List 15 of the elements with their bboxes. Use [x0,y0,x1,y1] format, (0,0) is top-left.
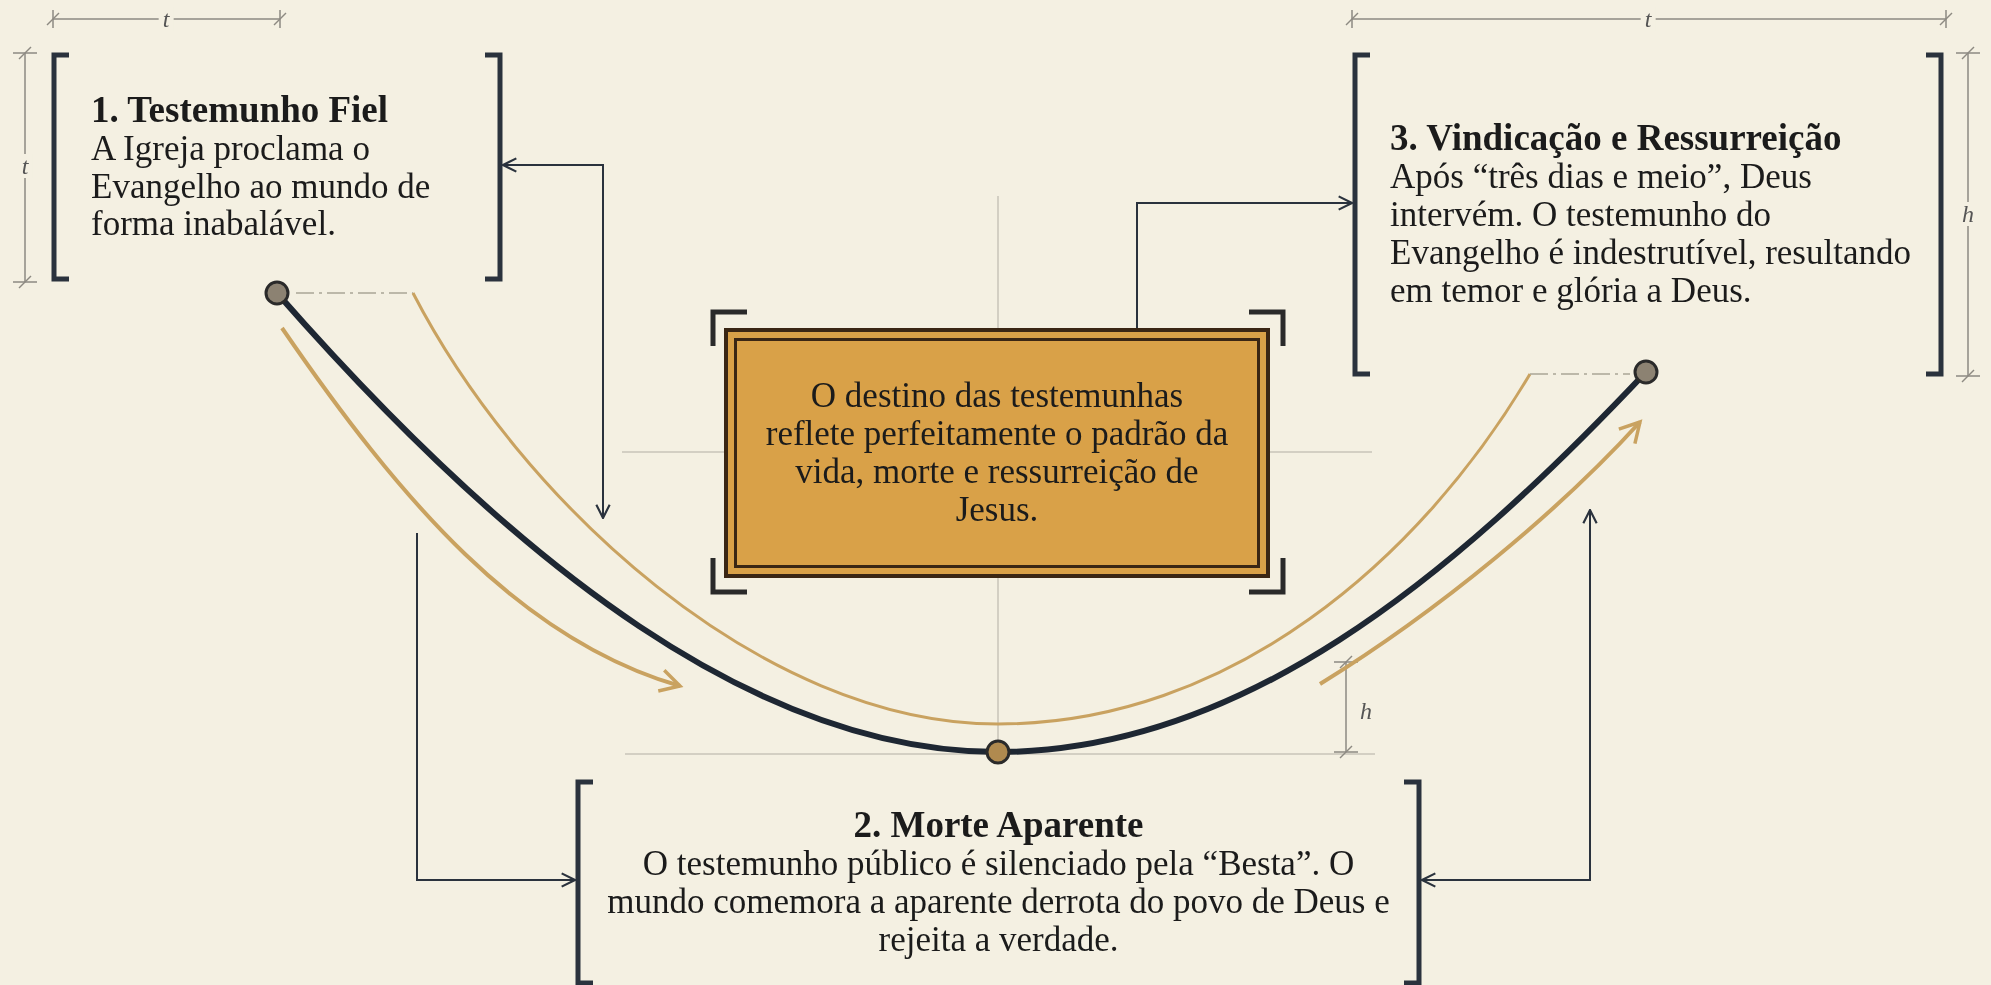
step-heading: 3. Vindicação e Ressurreição [1390,119,1843,159]
step-description: O testemunho público é silenciado pela “Besta”. O mundo comemora a aparente derrota do povo de Deus e rejeita a verdade. [606,845,1391,959]
summary-text: O destino das testemunhas reflete perfeitamente o padrão da vida, morte e ressurreição de Jesus. [764,377,1230,529]
connector-arrow [501,157,611,520]
step-description: A Igreja proclama o Evangelho ao mundo de forma inabalável. [91,129,432,244]
step-heading: 2. Morte Aparente [852,806,1145,846]
step-heading: 1. Testemunho Fiel [91,90,390,130]
bracket-box [1352,53,1944,376]
bracket-box [575,780,1422,985]
connector-arrow [1136,195,1354,329]
connector-arrow [416,532,577,888]
bracket-box [51,53,503,281]
summary-panel [724,328,1270,578]
connector-arrow [1420,508,1598,888]
step-description: Após “três dias e meio”, Deus intervém. O testemunho do Evangelho é indestrutível, resultando em temor e glória a Deus. [1390,158,1912,310]
